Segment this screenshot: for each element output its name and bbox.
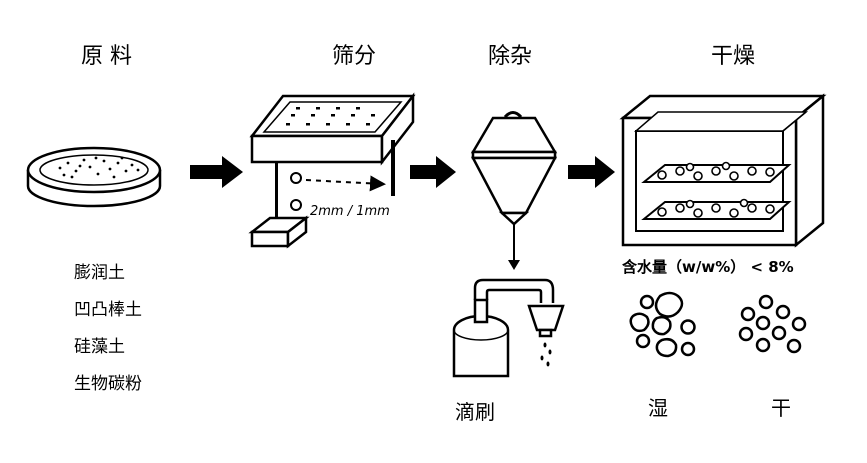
sieve-icon xyxy=(252,96,413,246)
petri-dish-icon xyxy=(28,148,160,206)
arrow-right-icon xyxy=(568,156,615,188)
dry-particles-icon xyxy=(740,296,805,352)
oven-icon xyxy=(623,96,823,245)
arrow-right-icon xyxy=(410,156,456,188)
separator-icon xyxy=(473,113,555,271)
distillation-icon xyxy=(454,280,563,376)
wet-particles-icon xyxy=(631,293,695,356)
arrow-right-icon xyxy=(190,156,243,188)
